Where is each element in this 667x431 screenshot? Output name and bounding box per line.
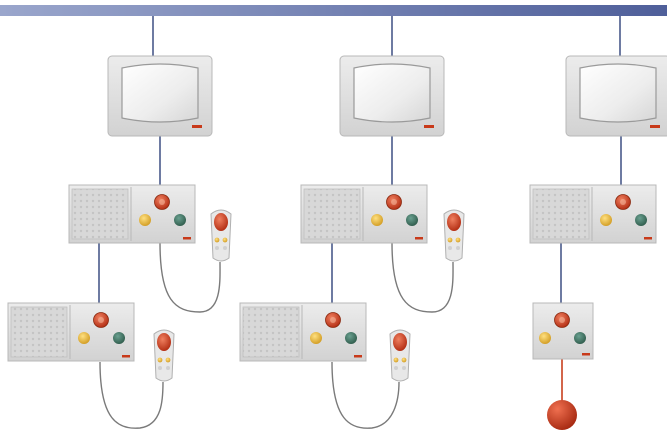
system-bus-bar (0, 5, 667, 16)
speaker-grille (71, 188, 129, 240)
handset-key (158, 366, 162, 370)
monitor-brand-mark (650, 125, 660, 128)
panel-call-icon (559, 317, 565, 323)
panel-brand-mark (582, 353, 590, 356)
panel-brand-mark (122, 355, 130, 358)
handset-key (394, 366, 398, 370)
handset-key (223, 246, 227, 250)
call-button-panel-3 (532, 302, 594, 360)
handset-cable-1a (159, 242, 221, 313)
panel-yellow-lamp (310, 332, 322, 344)
handset-call-button (214, 213, 228, 231)
handset-key (166, 366, 170, 370)
handset-key (402, 366, 406, 370)
panel-call-icon (620, 199, 626, 205)
monitor-brand-mark (192, 125, 202, 128)
panel-call-icon (159, 199, 165, 205)
panel-brand-mark (644, 237, 652, 240)
handset-lamp (447, 237, 453, 243)
panel-yellow-lamp (78, 332, 90, 344)
panel-brand-mark (415, 237, 423, 240)
panel-cancel-button (635, 214, 647, 226)
panel-call-icon (98, 317, 104, 323)
monitor-screen (579, 63, 657, 123)
handset-cable-1b (99, 361, 164, 429)
handset-call-button (157, 333, 171, 351)
speaker-grille (10, 306, 68, 358)
pear-push-button (547, 400, 577, 430)
call-unit-2b (239, 302, 367, 362)
panel-body (532, 302, 594, 360)
monitor-screen (353, 63, 431, 123)
handset-key (448, 246, 452, 250)
panel-yellow-lamp (600, 214, 612, 226)
panel-cancel-button (345, 332, 357, 344)
panel-brand-mark (354, 355, 362, 358)
pillow-handset-2b (389, 329, 411, 382)
pillow-handset-1b (153, 329, 175, 382)
speaker-grille (242, 306, 300, 358)
handset-lamp (393, 357, 399, 363)
handset-lamp (222, 237, 228, 243)
handset-call-button (447, 213, 461, 231)
pillow-handset-1a (210, 209, 232, 262)
panel-brand-mark (183, 237, 191, 240)
pillow-handset-2a (443, 209, 465, 262)
handset-lamp (157, 357, 163, 363)
display-unit-3 (565, 55, 667, 137)
monitor-brand-mark (424, 125, 434, 128)
panel-call-icon (330, 317, 336, 323)
panel-call-icon (391, 199, 397, 205)
display-unit-1 (107, 55, 213, 137)
call-unit-2a (300, 184, 428, 244)
panel-cancel-button (113, 332, 125, 344)
panel-cancel-button (406, 214, 418, 226)
handset-lamp (401, 357, 407, 363)
call-unit-1b (7, 302, 135, 362)
handset-cable-2b (331, 361, 400, 429)
speaker-grille (532, 188, 590, 240)
panel-yellow-lamp (139, 214, 151, 226)
panel-cancel-button (174, 214, 186, 226)
call-unit-3a (529, 184, 657, 244)
panel-cancel-button (574, 332, 586, 344)
panel-yellow-lamp (539, 332, 551, 344)
handset-key (215, 246, 219, 250)
handset-lamp (214, 237, 220, 243)
call-unit-1a (68, 184, 196, 244)
handset-lamp (455, 237, 461, 243)
panel-yellow-lamp (371, 214, 383, 226)
monitor-screen (121, 63, 199, 123)
handset-call-button (393, 333, 407, 351)
handset-lamp (165, 357, 171, 363)
handset-key (456, 246, 460, 250)
handset-cable-2a (391, 242, 454, 313)
display-unit-2 (339, 55, 445, 137)
speaker-grille (303, 188, 361, 240)
